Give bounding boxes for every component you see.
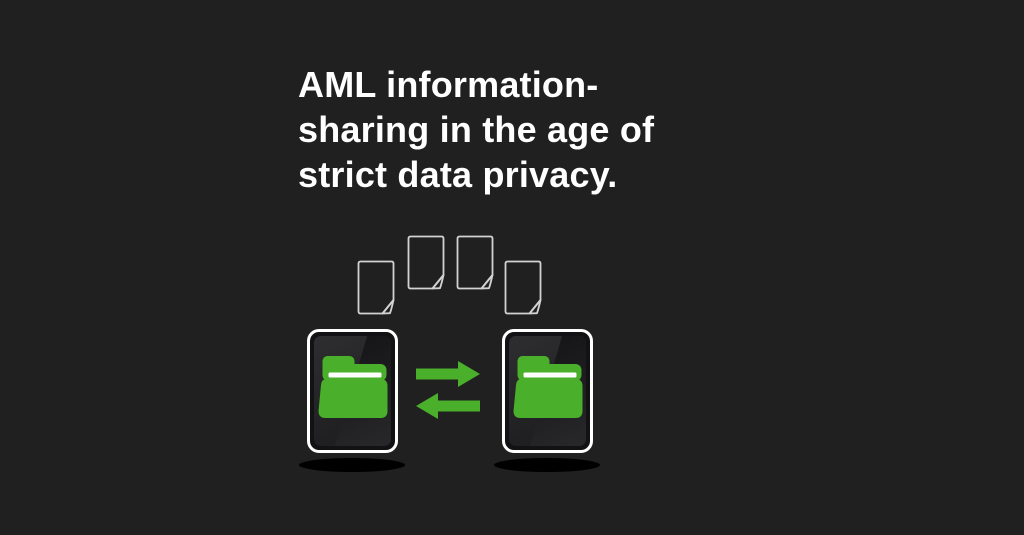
arrow-right-icon xyxy=(416,361,480,387)
tablet-icon-left xyxy=(307,329,398,453)
transfer-arrows xyxy=(416,361,480,419)
title-line-1: AML information- xyxy=(298,64,599,105)
folder-icon xyxy=(513,356,582,418)
device-shadow xyxy=(299,458,405,472)
tablet-icon-right xyxy=(502,329,593,453)
device-shadow xyxy=(494,458,600,472)
folder-icon xyxy=(318,356,387,418)
document-icon xyxy=(406,235,446,290)
title-line-2: sharing in the age of xyxy=(298,109,655,150)
document-icon xyxy=(455,235,495,290)
arrow-left-icon xyxy=(416,393,480,419)
document-icon xyxy=(503,260,543,315)
title-line-3: strict data privacy. xyxy=(298,154,618,195)
page-title: AML information- sharing in the age of s… xyxy=(298,62,654,197)
document-icon xyxy=(356,260,396,315)
